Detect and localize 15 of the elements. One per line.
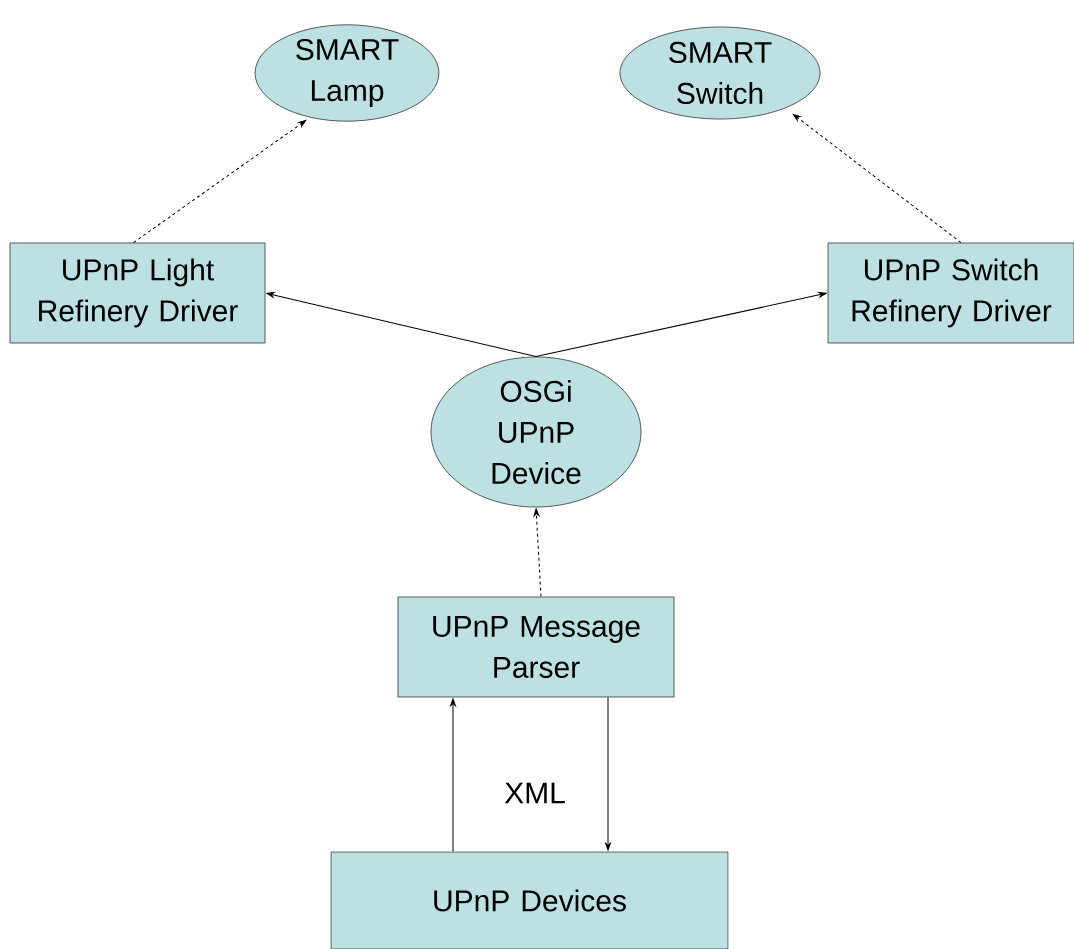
ellipse-node: SMART Lamp [254, 24, 440, 122]
process-box: UPnP Switch Refinery Driver [827, 242, 1074, 344]
ellipse-node: SMART Switch [619, 26, 821, 120]
arrow [605, 696, 611, 851]
arrow [133, 120, 307, 244]
process-box: UPnP Devices [330, 851, 729, 949]
arrow [792, 113, 962, 244]
process-box: UPnP Light Refinery Driver [9, 242, 266, 344]
arrow [450, 698, 456, 853]
arrow [266, 292, 537, 358]
process-box: UPnP Message Parser [397, 596, 675, 698]
ellipse-node: OSGi UPnP Device [430, 356, 642, 508]
arrow [533, 508, 542, 598]
text-label: XML [504, 782, 565, 804]
arrow [535, 291, 827, 358]
